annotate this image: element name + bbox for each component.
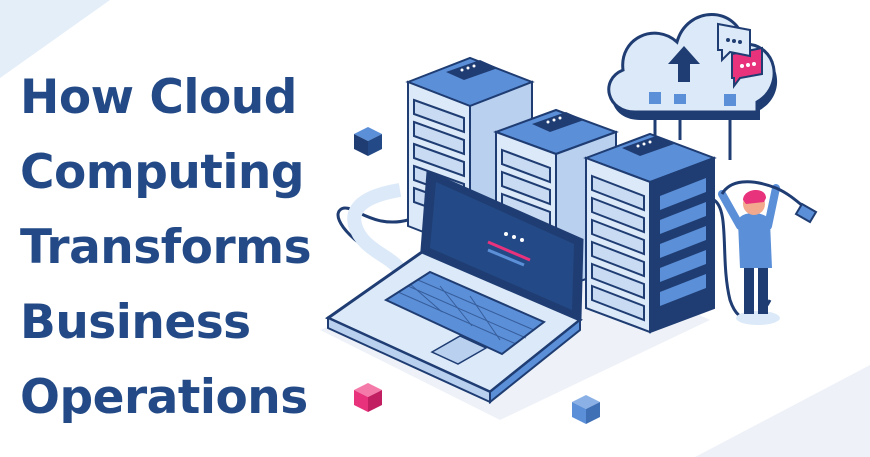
person-holding-cable-icon — [718, 180, 818, 325]
title-line-3: Transforms — [20, 220, 312, 275]
background-corner-bottom — [695, 365, 870, 457]
cube-icon — [572, 395, 600, 424]
page-title: How Cloud Computing Transforms Business … — [20, 60, 312, 435]
title-line-4: Business — [20, 295, 251, 350]
background-corner-top — [0, 0, 110, 78]
cloud-computing-illustration — [320, 13, 818, 424]
flat-cable — [347, 183, 406, 275]
title-line-5: Operations — [20, 370, 308, 425]
server-rack-icon — [583, 132, 717, 334]
title-line-2: Computing — [20, 145, 305, 200]
title-line-1: How Cloud — [20, 70, 297, 125]
laptop-icon — [324, 169, 584, 405]
cube-icon — [354, 127, 382, 156]
cloud-upload-icon — [607, 13, 778, 160]
cube-icon — [354, 383, 382, 412]
chat-bubbles-icon — [717, 22, 763, 89]
